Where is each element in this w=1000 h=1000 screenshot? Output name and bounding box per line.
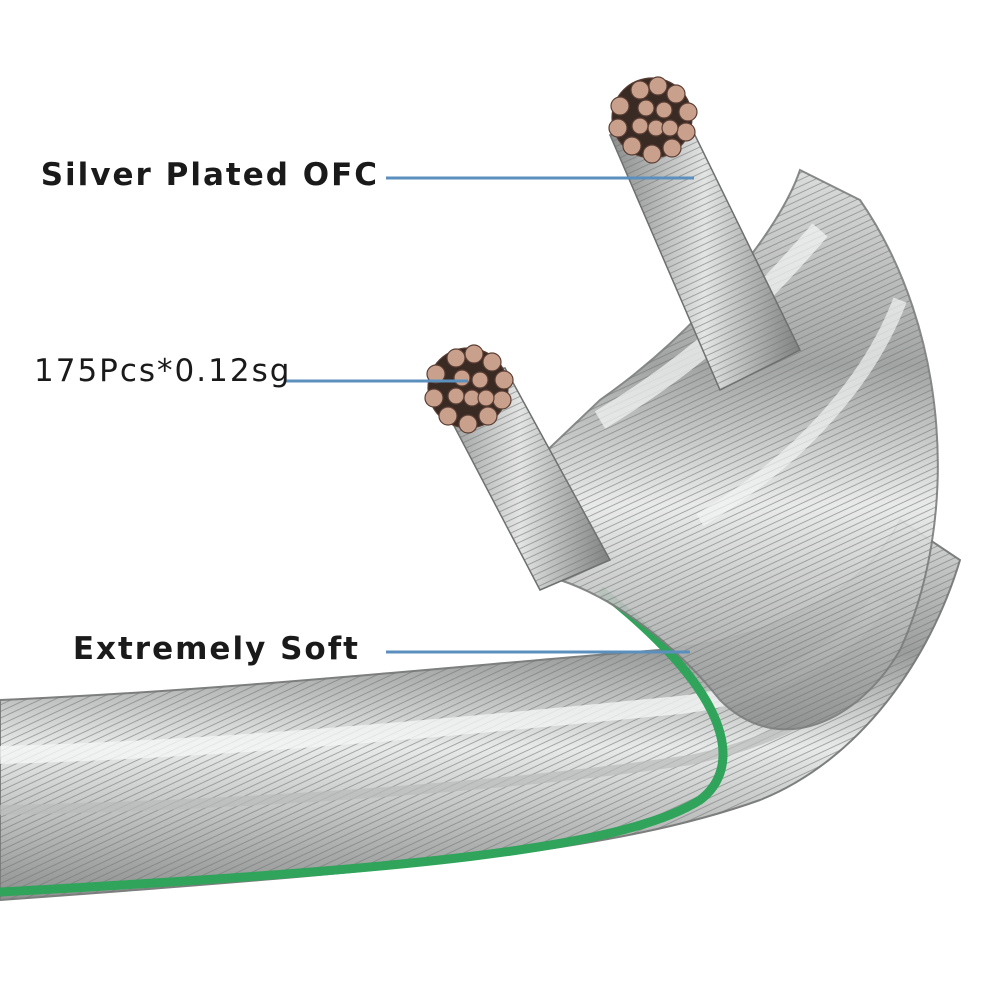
callout-softness: Extremely Soft [72, 631, 360, 667]
lower-copper-strand-bundle [424, 344, 514, 434]
lower-conductor [424, 344, 612, 591]
leader-lines [286, 176, 694, 654]
callout-strand-count: 175Pcs*0.12sg [34, 353, 292, 389]
upper-copper-strand-bundle [608, 76, 698, 164]
flat-cable-body [0, 518, 962, 902]
callout-silver-plated: Silver Plated OFC [40, 157, 379, 193]
green-edge [0, 586, 728, 897]
upper-conductor [608, 76, 802, 392]
